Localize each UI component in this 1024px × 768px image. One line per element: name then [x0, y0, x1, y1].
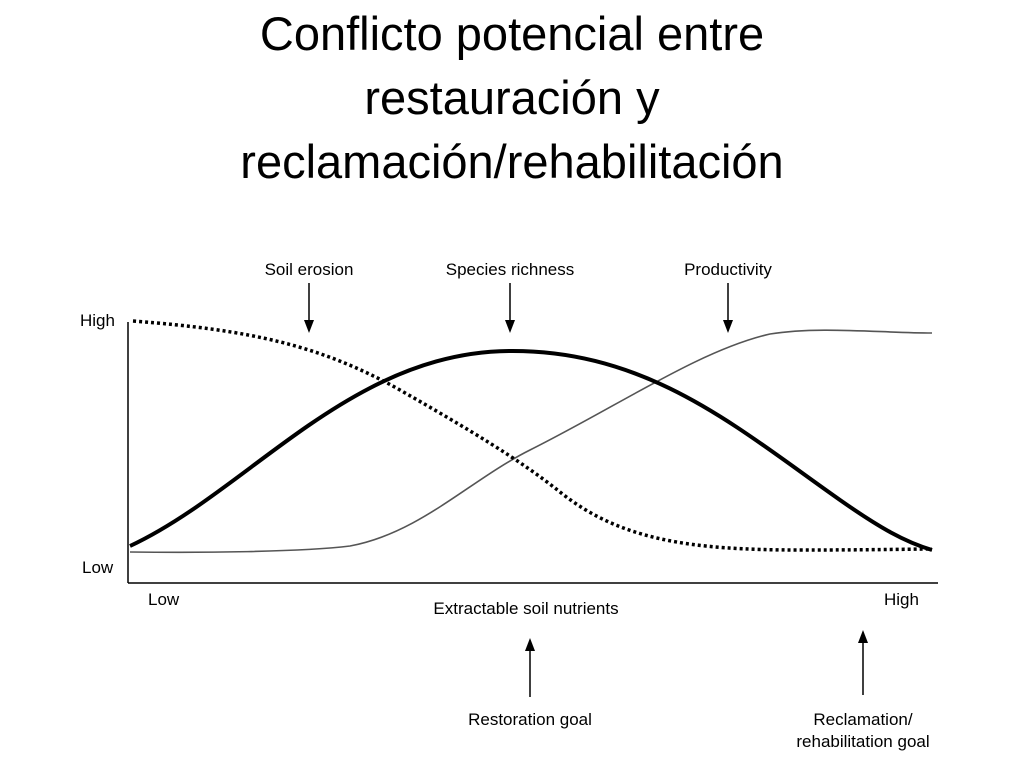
reclamation-goal-label-line-1: Reclamation/ — [813, 710, 913, 729]
slide-title: Conflicto potencial entre restauración y… — [0, 2, 1024, 194]
species-richness-arrow — [505, 283, 515, 333]
slide-title-line-3: reclamación/rehabilitación — [240, 135, 784, 188]
restoration-goal-arrow — [525, 638, 535, 697]
x-axis-title: Extractable soil nutrients — [433, 599, 619, 618]
slide-title-line-2: restauración y — [364, 71, 660, 124]
slide-title-line-1: Conflicto potencial entre — [259, 7, 765, 60]
x-axis-low-label: Low — [148, 590, 180, 609]
species-richness-curve — [129, 348, 933, 552]
productivity-curve — [129, 329, 933, 554]
restoration-goal-label: Restoration goal — [468, 710, 592, 729]
x-axis-high-label: High — [884, 590, 919, 609]
soil-erosion-curve — [132, 319, 933, 552]
species-richness-label: Species richness — [445, 260, 575, 279]
reclamation-goal-arrow — [858, 630, 868, 695]
soil-erosion-arrow — [304, 283, 314, 333]
y-axis-low-label: Low — [82, 558, 114, 577]
productivity-label: Productivity — [684, 260, 772, 279]
y-axis-high-label: High — [80, 311, 115, 330]
reclamation-goal-label-line-2: rehabilitation goal — [796, 732, 930, 751]
soil-erosion-label: Soil erosion — [264, 260, 354, 279]
productivity-arrow — [723, 283, 733, 333]
reclamation-goal-label: Reclamation/ rehabilitation goal — [796, 709, 929, 753]
